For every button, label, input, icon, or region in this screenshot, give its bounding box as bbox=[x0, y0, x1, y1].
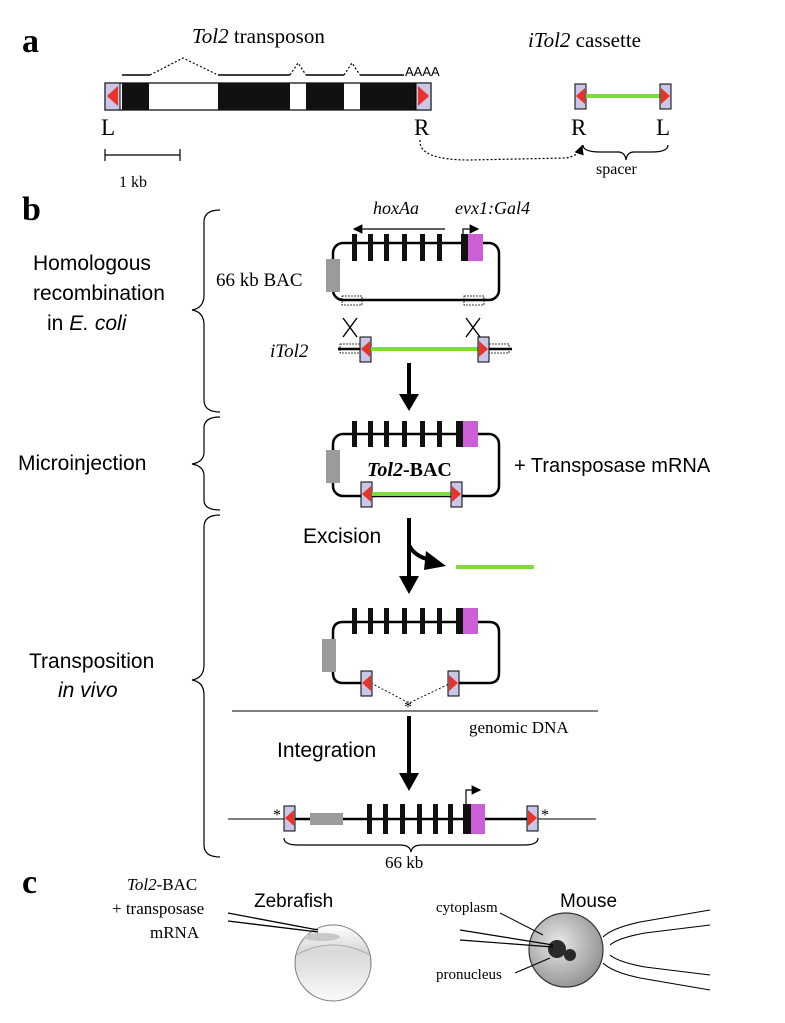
step-homologous-line2: recombination bbox=[33, 282, 165, 305]
mouse-label: Mouse bbox=[560, 891, 617, 912]
cytoplasm-label: cytoplasm bbox=[436, 900, 498, 916]
spacer-brace bbox=[582, 144, 669, 161]
end-swap-dotted-arrow bbox=[419, 139, 584, 161]
mrna-label: mRNA bbox=[150, 923, 200, 942]
insert-size-brace bbox=[283, 837, 539, 853]
exon-4 bbox=[360, 83, 416, 110]
zebrafish-embryo bbox=[294, 924, 372, 1002]
integration-arrow bbox=[399, 716, 419, 791]
integration-site-asterisk-right: * bbox=[541, 807, 549, 824]
right-terminal-triangle bbox=[418, 86, 429, 106]
evx1-gal4-label: evx1:Gal4 bbox=[455, 198, 530, 218]
scale-bar bbox=[104, 149, 181, 161]
exon-2 bbox=[218, 83, 290, 110]
brace-transposition bbox=[191, 514, 221, 858]
panel-letter-c: c bbox=[22, 864, 37, 901]
itol2-label: iTol2 bbox=[270, 341, 309, 362]
integration-site-asterisk-left: * bbox=[273, 807, 281, 824]
spacer-label: spacer bbox=[596, 161, 638, 178]
cassette-right-label: R bbox=[571, 115, 587, 140]
insert-size-label: 66 kb bbox=[385, 853, 423, 872]
excision-site-asterisk: * bbox=[404, 699, 412, 716]
exon-3 bbox=[306, 83, 344, 110]
itol2-cassette-map bbox=[574, 83, 672, 110]
step-homologous-line3: in E. coli bbox=[47, 312, 128, 335]
crossover-marks bbox=[342, 317, 481, 338]
scale-bar-label: 1 kb bbox=[119, 174, 147, 191]
mouse-zygote bbox=[528, 912, 604, 988]
excision-arrow bbox=[399, 518, 446, 594]
integration-label: Integration bbox=[277, 739, 376, 762]
step-arrow-1 bbox=[399, 363, 419, 411]
step-microinjection: Microinjection bbox=[18, 452, 146, 475]
brace-homologous bbox=[191, 209, 221, 413]
genomic-dna-label: genomic DNA bbox=[469, 718, 569, 737]
tol2-transposon-map bbox=[104, 57, 432, 111]
brace-microinjection bbox=[191, 416, 221, 511]
integrated-locus bbox=[228, 804, 596, 834]
bac-circle-1 bbox=[326, 234, 501, 306]
cassette-left-label: L bbox=[656, 115, 670, 140]
pronucleus-label: pronucleus bbox=[436, 967, 502, 983]
pronucleus-pointer bbox=[514, 957, 551, 974]
integrated-promoter-arrow bbox=[465, 785, 482, 804]
mouse-injection-needle bbox=[459, 929, 554, 948]
polya-label: AAAA bbox=[405, 64, 440, 79]
holding-pipette bbox=[602, 909, 711, 991]
step-transposition-line1: Transposition bbox=[29, 650, 154, 673]
zebrafish-injection-needle bbox=[227, 912, 319, 933]
tol2-transposon-title: Tol2 transposon bbox=[192, 24, 325, 48]
tol2-bac-circle bbox=[326, 421, 501, 508]
left-terminal-triangle bbox=[107, 86, 118, 106]
right-end-label: R bbox=[414, 115, 430, 140]
cytoplasm-pointer bbox=[499, 912, 544, 936]
itol2-cassette-title: iTol2 cassette bbox=[528, 28, 641, 52]
step-transposition-line2: in vivo bbox=[58, 679, 118, 702]
step-homologous-line1: Homologous bbox=[33, 252, 151, 275]
left-end-label: L bbox=[101, 115, 115, 140]
transposase-mrna-label: + Transposase mRNA bbox=[514, 455, 711, 477]
exon-1 bbox=[122, 83, 149, 110]
panel-letter-a: a bbox=[22, 23, 39, 60]
tol2-bac-injection-label: Tol2-BAC bbox=[127, 875, 197, 894]
tol2-bac-label: Tol2-BAC bbox=[367, 459, 452, 481]
excision-label: Excision bbox=[303, 525, 381, 548]
zebrafish-label: Zebrafish bbox=[254, 891, 333, 912]
bac-size-label: 66 kb BAC bbox=[216, 270, 303, 291]
excised-bac-circle bbox=[322, 608, 501, 704]
itol2-insert bbox=[338, 336, 512, 363]
hoxaa-label: hoxAa bbox=[373, 198, 419, 218]
panel-letter-b: b bbox=[22, 191, 41, 228]
plus-transposase-label: + transposase bbox=[112, 899, 204, 918]
